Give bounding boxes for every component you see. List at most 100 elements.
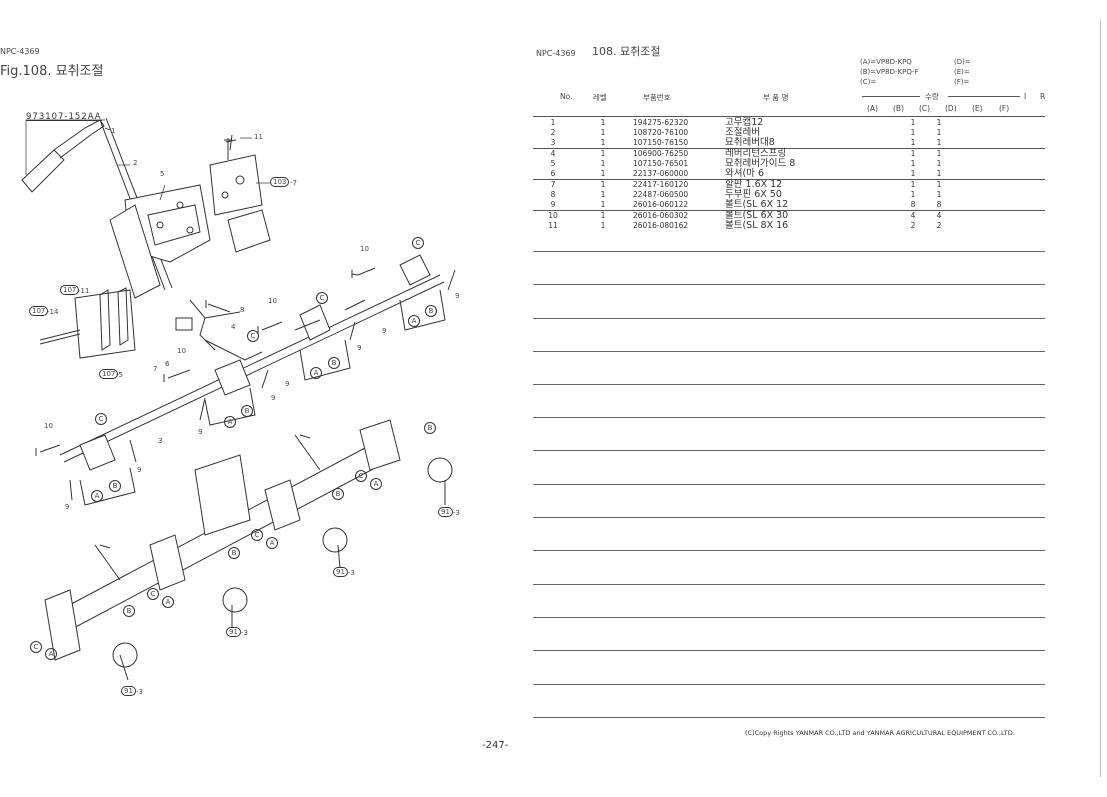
callout-9e: 9 (271, 394, 276, 402)
ref-91-d-label: 91 (121, 686, 136, 696)
circle-b-8: B (123, 605, 135, 617)
callout-3: 3 (158, 437, 163, 445)
frame-bracket-part (39, 287, 136, 359)
ref-107-11-suffix: -11 (78, 287, 90, 295)
ref-107-5-label: 107 (99, 369, 119, 379)
model-b: (B)=VP8D-KPQ-F (860, 68, 919, 76)
qty-rule-left (862, 96, 920, 97)
blank-rule (533, 617, 1045, 618)
circle-a-2: A (310, 367, 322, 379)
circle-c-4: C (95, 413, 107, 425)
model-a: (A)=VP8D-KPQ (860, 58, 912, 66)
circle-a-6: A (266, 537, 278, 549)
right-figure-title: 108. 묘취조절 (592, 45, 661, 58)
col-i: I (1024, 92, 1027, 101)
blank-rule (533, 417, 1045, 418)
callout-4: 4 (231, 323, 236, 331)
ref-91-c-label: 91 (226, 627, 241, 637)
col-qd: (D) (945, 104, 957, 113)
planting-units (44, 419, 453, 681)
blank-rule (533, 650, 1045, 651)
ref-107-5-suffix: -5 (116, 371, 123, 379)
callout-7: 7 (153, 365, 158, 373)
callout-9d: 9 (285, 380, 290, 388)
circle-c-6: C (251, 529, 263, 541)
blank-rule (533, 717, 1045, 718)
circle-b-2: B (328, 357, 340, 369)
blank-rule (533, 517, 1045, 518)
left-page-code: NPC-4369 (0, 47, 40, 56)
callout-10b: 10 (268, 297, 277, 305)
page-number: -247- (482, 740, 509, 751)
blank-rule (533, 251, 1045, 252)
col-qe: (E) (972, 104, 983, 113)
blank-rule (533, 484, 1045, 485)
circle-a-7: A (162, 596, 174, 608)
circle-b-4: B (109, 480, 121, 492)
bolts (35, 138, 456, 501)
col-qty: 수량 (925, 92, 939, 101)
callout-10c: 10 (177, 347, 186, 355)
circle-c-2: C (316, 292, 328, 304)
callout-11: 11 (254, 133, 263, 141)
qty-rule-right (948, 96, 1020, 97)
callout-6: 6 (165, 360, 170, 368)
blank-rule (533, 450, 1045, 451)
col-qf: (F) (999, 104, 1010, 113)
blank-rule (533, 584, 1045, 585)
circle-b-5: B (424, 422, 436, 434)
shaft-arms (79, 254, 431, 471)
ref-103-suffix: -7 (290, 179, 297, 187)
model-c: (C)= (860, 78, 877, 86)
col-r: R (1040, 92, 1046, 101)
ref-91-a-suffix: -3 (453, 509, 460, 517)
callout-5: 5 (160, 170, 165, 178)
model-f: (F)= (954, 78, 970, 86)
callout-10a: 10 (360, 245, 369, 253)
circle-c-3: C (247, 330, 259, 342)
ref-91-b-label: 91 (333, 567, 348, 577)
ref-91-d-suffix: -3 (136, 688, 143, 696)
rubber-cap-part (21, 119, 105, 193)
ref-91-a-label: 91 (438, 507, 453, 517)
blank-rule (533, 684, 1045, 685)
callout-2: 2 (133, 159, 138, 167)
col-level: 레벨 (593, 93, 607, 102)
long-shaft-part (59, 274, 445, 463)
circle-c-7: C (147, 588, 159, 600)
col-no: No. (560, 92, 573, 101)
callout-9a: 9 (455, 292, 460, 300)
circle-c-8: C (30, 641, 42, 653)
circle-b-7: B (228, 547, 240, 559)
col-qa: (A) (867, 104, 878, 113)
page-edge (1100, 20, 1101, 777)
circle-a-3: A (224, 416, 236, 428)
ref-91-b-suffix: -3 (348, 569, 355, 577)
model-e: (E)= (954, 68, 970, 76)
upper-bracket-part (209, 134, 271, 253)
circle-c-1: C (412, 237, 424, 249)
blank-rule (533, 351, 1045, 352)
callout-9c: 9 (357, 344, 362, 352)
blank-rule (533, 284, 1045, 285)
copyright: (C)Copy Rights YANMAR CO.,LTD and YANMAR… (745, 729, 1015, 737)
circle-b-3: B (241, 405, 253, 417)
callout-9h: 9 (65, 503, 70, 511)
model-d: (D)= (954, 58, 971, 66)
ref-107-14-suffix: -14 (47, 308, 59, 316)
ab-brackets (79, 289, 446, 506)
blank-rule (533, 550, 1045, 551)
col-qc: (C) (919, 104, 931, 113)
lever-guide-part (109, 184, 211, 299)
blank-rule (533, 318, 1045, 319)
